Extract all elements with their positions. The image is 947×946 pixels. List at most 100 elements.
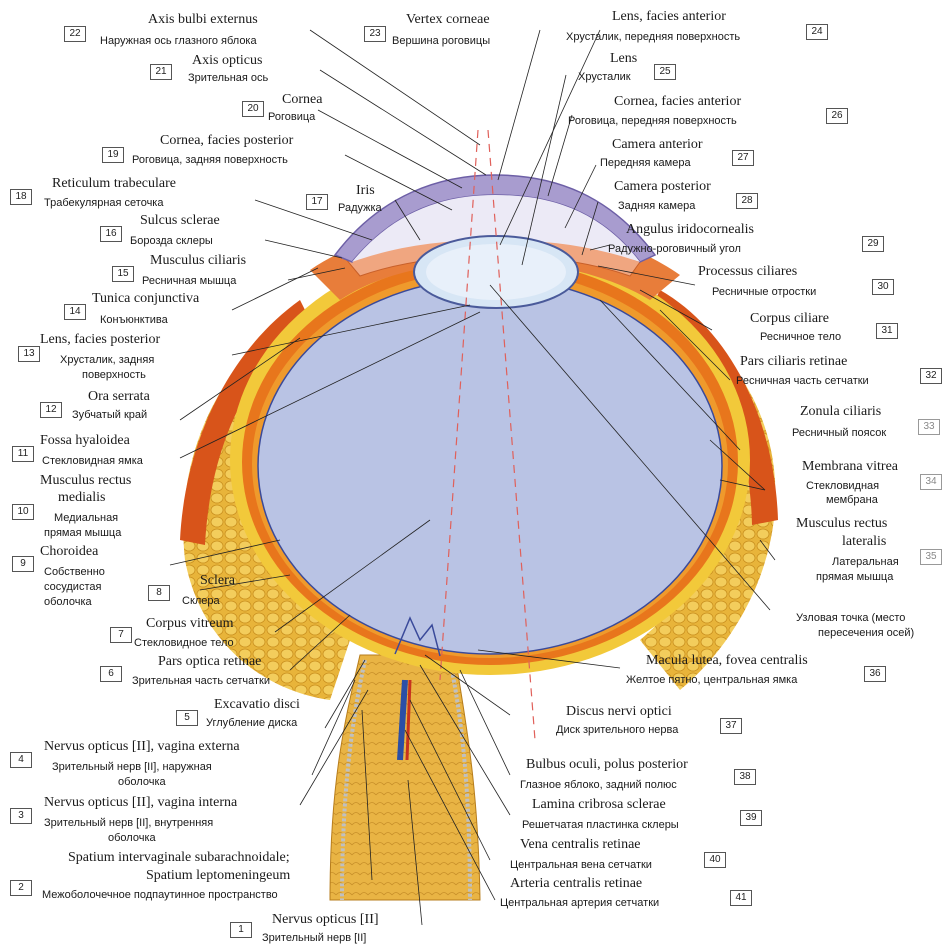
label-23-latin: Vertex corneae <box>406 13 490 27</box>
label-24-russian: Хрусталик, передняя поверхность <box>566 32 740 43</box>
label-25-number: 25 <box>654 64 676 80</box>
label-11-russian: Стекловидная ямка <box>42 456 143 467</box>
label-14-latin: Tunica conjunctiva <box>92 292 199 306</box>
label-10-russian-1: Медиальная <box>54 513 118 524</box>
label-6-latin: Pars optica retinae <box>158 655 261 669</box>
label-7-russian: Стекловидное тело <box>134 638 234 649</box>
label-38-russian: Глазное яблоко, задний полюс <box>520 780 677 791</box>
label-28-russian: Задняя камера <box>618 201 695 212</box>
label-28-number: 28 <box>736 193 758 209</box>
label-19-latin: Cornea, facies posterior <box>160 134 293 148</box>
label-5-russian: Углубление диска <box>206 718 297 729</box>
label-37-russian: Диск зрительного нерва <box>556 725 678 736</box>
label-20-latin: Cornea <box>282 93 322 107</box>
label-9-number: 9 <box>12 556 34 572</box>
leader-20 <box>318 110 462 188</box>
label-36-russian: Желтое пятно, центральная ямка <box>626 675 797 686</box>
leader-21 <box>320 70 486 175</box>
label-22-number: 22 <box>64 26 86 42</box>
label-5-latin: Excavatio disci <box>214 698 300 712</box>
label-26-latin: Cornea, facies anterior <box>614 95 741 109</box>
label-17-russian: Радужка <box>338 203 382 214</box>
label-26-number: 26 <box>826 108 848 124</box>
label-27-russian: Передняя камера <box>600 158 691 169</box>
label-9-russian-1: Собственно <box>44 567 105 578</box>
label-3-number: 3 <box>10 808 32 824</box>
label-17-latin: Iris <box>356 184 375 198</box>
label-40-latin: Vena centralis retinae <box>520 838 641 852</box>
label-38-latin: Bulbus oculi, polus posterior <box>526 758 688 772</box>
label-4-russian-2: оболочка <box>118 777 166 788</box>
label-35-latin-2: lateralis <box>842 535 886 549</box>
label-27-number: 27 <box>732 150 754 166</box>
label-27-latin: Camera anterior <box>612 138 703 152</box>
label-8-number: 8 <box>148 585 170 601</box>
label-10-latin-1: Musculus rectus <box>40 474 131 488</box>
label-3-latin: Nervus opticus [II], vagina interna <box>44 796 237 810</box>
label-11-latin: Fossa hyaloidea <box>40 434 130 448</box>
label-21-russian: Зрительная ось <box>188 73 268 84</box>
label-30-russian: Ресничные отростки <box>712 287 816 298</box>
label-23-russian: Вершина роговицы <box>392 36 490 47</box>
label-13-number: 13 <box>18 346 40 362</box>
label-29-latin: Angulus iridocornealis <box>626 223 754 237</box>
label-21-number: 21 <box>150 64 172 80</box>
label-36-latin: Macula lutea, fovea centralis <box>646 654 808 668</box>
label-3-russian-2: оболочка <box>108 833 156 844</box>
label-1-latin: Nervus opticus [II] <box>272 913 379 927</box>
label-34-russian-1: Стекловидная <box>806 481 879 492</box>
label-8-latin: Sclera <box>200 574 235 588</box>
label-14-number: 14 <box>64 304 86 320</box>
leader-23 <box>498 30 540 180</box>
label-9-latin: Choroidea <box>40 545 98 559</box>
vitreous-shape <box>258 278 722 654</box>
label-7-latin: Corpus vitreum <box>146 617 234 631</box>
label-35-number: 35 <box>920 549 942 565</box>
label-32-latin: Pars ciliaris retinae <box>740 355 847 369</box>
leader-16 <box>265 240 342 258</box>
label-5-number: 5 <box>176 710 198 726</box>
label-12-russian: Зубчатый край <box>72 410 147 421</box>
label-6-russian: Зрительная часть сетчатки <box>132 676 270 687</box>
label-16-latin: Sulcus sclerae <box>140 214 220 228</box>
label-11-number: 11 <box>12 446 34 462</box>
label-13-russian-2: поверхность <box>82 370 146 381</box>
leader-22 <box>310 30 480 145</box>
label-15-latin: Musculus ciliaris <box>150 254 246 268</box>
label-38-number: 38 <box>734 769 756 785</box>
label-39-russian: Решетчатая пластинка склеры <box>522 820 679 831</box>
label-2-number: 2 <box>10 880 32 896</box>
label-41-number: 41 <box>730 890 752 906</box>
label-25-latin: Lens <box>610 52 637 66</box>
label-39-number: 39 <box>740 810 762 826</box>
label-12-latin: Ora serrata <box>88 390 150 404</box>
label-8-russian: Склера <box>182 596 220 607</box>
label-22-latin: Axis bulbi externus <box>148 13 258 27</box>
label-18-number: 18 <box>10 189 32 205</box>
label-3-russian-1: Зрительный нерв [II], внутренняя <box>44 818 213 829</box>
label-32-russian: Ресничная часть сетчатки <box>736 376 869 387</box>
label-26-russian: Роговица, передняя поверхность <box>568 116 737 127</box>
label-33-russian: Ресничный поясок <box>792 428 886 439</box>
node-label-2: пересечения осей) <box>818 628 914 639</box>
label-39-latin: Lamina cribrosa sclerae <box>532 798 666 812</box>
label-34-latin: Membrana vitrea <box>802 460 898 474</box>
label-29-number: 29 <box>862 236 884 252</box>
node-label-1: Узловая точка (место <box>796 613 905 624</box>
label-21-latin: Axis opticus <box>192 54 262 68</box>
label-18-latin: Reticulum trabeculare <box>52 177 176 191</box>
label-10-russian-2: прямая мышца <box>44 528 121 539</box>
label-16-russian: Борозда склеры <box>130 236 213 247</box>
label-6-number: 6 <box>100 666 122 682</box>
label-33-number: 33 <box>918 419 940 435</box>
label-4-number: 4 <box>10 752 32 768</box>
label-7-number: 7 <box>110 627 132 643</box>
label-28-latin: Camera posterior <box>614 180 711 194</box>
label-2-latin-1: Spatium intervaginale subarachnoidale; <box>68 851 290 865</box>
label-24-number: 24 <box>806 24 828 40</box>
leader-14 <box>232 268 318 310</box>
label-19-number: 19 <box>102 147 124 163</box>
label-36-number: 36 <box>864 666 886 682</box>
label-12-number: 12 <box>40 402 62 418</box>
